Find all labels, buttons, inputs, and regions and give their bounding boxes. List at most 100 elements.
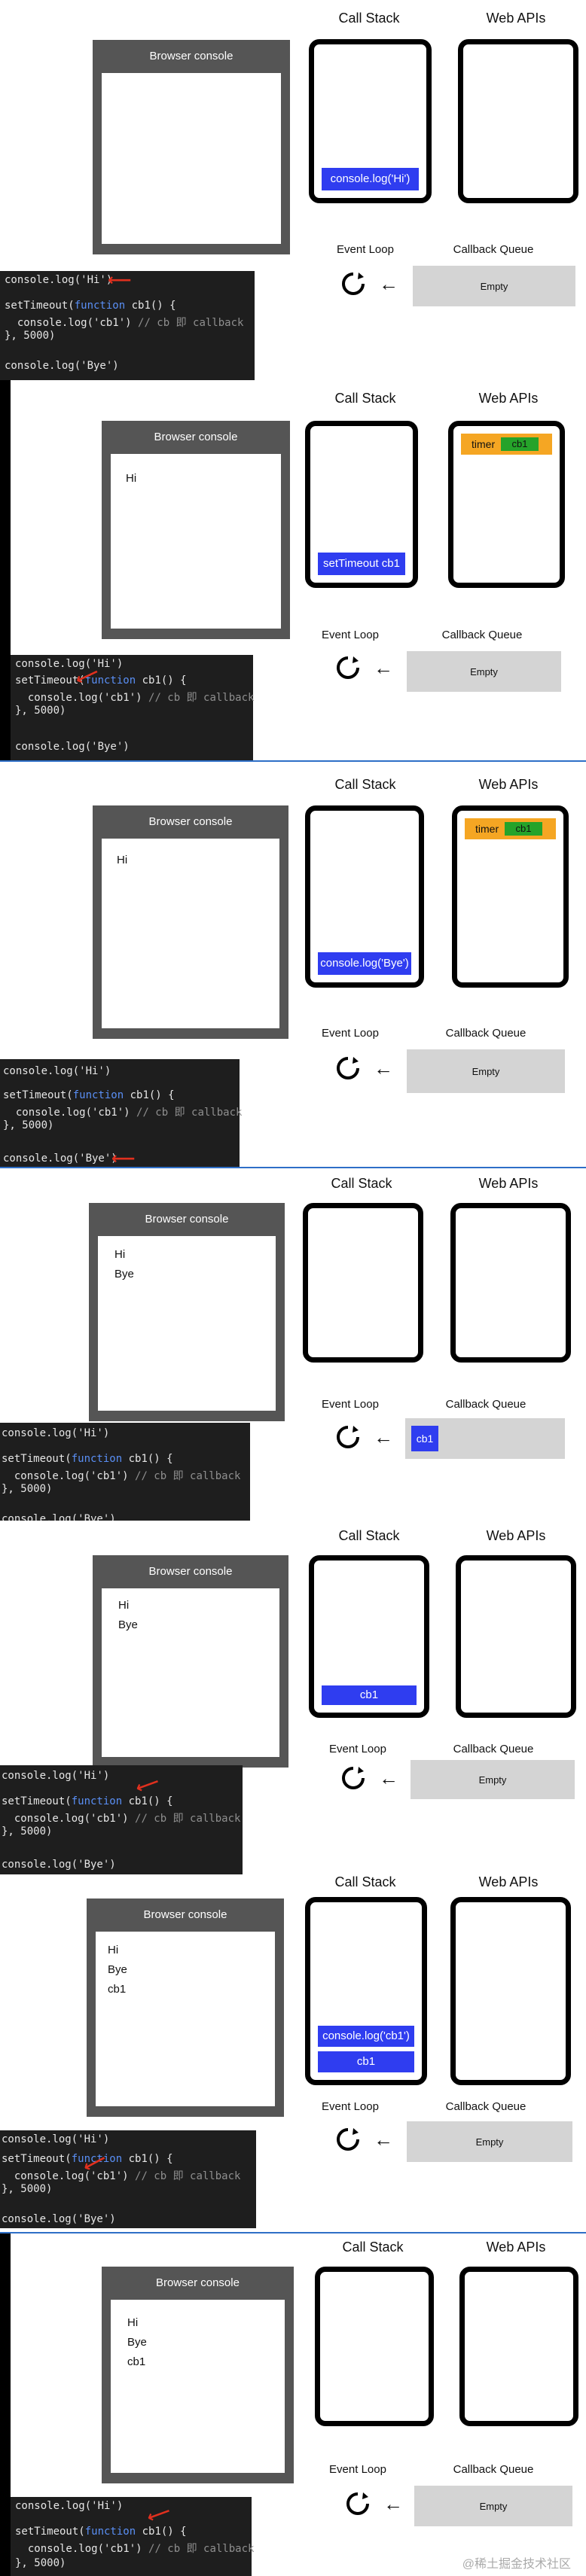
code-line-3: console.log('cb1') // cb 即 callback [15,2543,255,2555]
call-stack-box: console.log('Bye') [305,805,424,988]
callback-queue-label: Callback Queue [453,1743,534,1755]
frame-6: Call Stack Web APIs Browser console Hi B… [0,1874,586,2232]
frame-2: Call Stack Web APIs Browser console Hi s… [0,380,586,760]
code-panel: console.log('Hi') setTimeout(function cb… [0,271,255,380]
queue-empty-text: Empty [480,280,508,292]
browser-console-screen [102,73,281,244]
callback-queue-label: Callback Queue [453,243,534,256]
code-line-3: console.log('cb1') // cb 即 callback [5,317,244,329]
code-line-5: console.log('Bye') [15,741,130,753]
web-apis-box: timer cb1 [448,421,565,588]
code-line-2: setTimeout(function cb1() { [2,1453,173,1465]
console-line: cb1 [108,1983,127,1996]
code-line-2: setTimeout(function cb1() { [2,1795,173,1807]
browser-console-title: Browser console [145,1213,229,1226]
web-apis-box [458,39,578,203]
console-line: Bye [127,2336,147,2349]
web-apis-box: timer cb1 [452,805,569,988]
callback-queue-box: cb1 [405,1418,565,1459]
code-line-5: console.log('Bye') [2,2213,116,2225]
code-line-4: }, 5000) [15,2557,66,2569]
code-line-4: }, 5000) [5,330,56,342]
call-stack-box [303,1203,423,1363]
code-line-5: console.log('Bye') [5,360,119,372]
event-loop-label: Event Loop [322,629,379,641]
browser-console-screen: Hi Bye [102,1588,279,1757]
browser-console-screen: Hi Bye cb1 [111,2300,285,2473]
code-line-5: console.log('Bye') [2,1513,116,1522]
code-line-1: console.log('Hi') [2,1770,110,1782]
code-line-3: console.log('cb1') // cb 即 callback [2,1470,241,1482]
stack-item: console.log('cb1') [318,2026,414,2047]
browser-console-screen: Hi [111,454,281,629]
browser-console-title: Browser console [143,1908,227,1921]
callback-queue-box: Empty [407,2121,572,2162]
code-line-4: }, 5000) [2,1483,53,1495]
console-line: Hi [117,854,128,866]
web-apis-box [450,1203,571,1363]
code-panel: console.log('Hi') setTimeout(function cb… [0,1765,243,1874]
timer-callback: cb1 [505,822,542,836]
event-loop-label: Event Loop [337,243,394,256]
call-stack-label: Call Stack [334,777,396,792]
event-loop-icon [342,273,365,295]
web-apis-label: Web APIs [486,1528,546,1543]
code-line-1: console.log('Hi') [15,658,124,670]
console-line: Hi [126,472,137,485]
call-stack-box: console.log('cb1') cb1 [305,1897,427,2085]
timer-callback: cb1 [501,437,539,451]
event-loop-label: Event Loop [329,2463,386,2476]
web-apis-box [450,1897,571,2085]
frame-4: Call Stack Web APIs Browser console Hi B… [0,1167,586,1522]
callback-queue-label: Callback Queue [445,1027,526,1040]
stack-item: cb1 [318,2051,414,2072]
stack-item: console.log('Bye') [318,952,411,975]
stack-item: console.log('Hi') [322,168,419,190]
code-line-3: console.log('cb1') // cb 即 callback [15,692,255,704]
left-arrow-icon: ← [383,2492,403,2515]
callback-queue-box: Empty [413,266,575,306]
callback-queue-label: Callback Queue [445,2100,526,2113]
timer-label: timer [472,438,496,450]
code-line-1: console.log('Hi') [2,1427,110,1439]
left-arrow-icon: ← [374,656,393,679]
frame-5: Call Stack Web APIs Browser console Hi B… [0,1521,586,1874]
event-loop-icon [337,2128,359,2151]
code-line-1: console.log('Hi') [2,2133,110,2145]
browser-console: Browser console Hi Bye [89,1203,285,1421]
code-line-3: console.log('cb1') // cb 即 callback [3,1107,243,1119]
browser-console: Browser console Hi [93,805,288,1039]
web-apis-label: Web APIs [486,2240,546,2255]
code-line-1: console.log('Hi') [3,1065,111,1077]
queue-empty-text: Empty [470,665,498,677]
console-line: Hi [108,1944,119,1956]
event-loop-icon [337,1057,359,1079]
browser-console-title: Browser console [149,50,233,62]
event-loop-label: Event Loop [322,2100,379,2113]
left-arrow-icon: ← [379,1767,398,1789]
console-line: Bye [118,1618,138,1631]
event-loop-label: Event Loop [322,1398,379,1411]
callback-queue-box: Empty [414,2486,572,2526]
browser-console-screen: Hi Bye [98,1236,276,1411]
event-loop-icon [337,656,359,679]
code-panel: console.log('Hi') setTimeout(function cb… [0,2130,256,2228]
callback-queue-label: Callback Queue [445,1398,526,1411]
event-loop-label: Event Loop [329,1743,386,1755]
web-apis-label: Web APIs [478,777,539,792]
left-arrow-icon: ← [374,1057,393,1079]
callback-queue-box: Empty [407,1049,565,1093]
stack-item: cb1 [322,1685,417,1705]
queue-empty-text: Empty [472,1065,500,1077]
console-line: Hi [114,1248,126,1261]
code-line-4: }, 5000) [2,1825,53,1838]
call-stack-label: Call Stack [342,2240,404,2255]
code-panel: console.log('Hi') setTimeout(function cb… [11,655,255,760]
watermark: @稀土掘金技术社区 [462,2558,571,2571]
queue-empty-text: Empty [478,1774,507,1786]
code-line-5: console.log('Bye') [3,1153,118,1165]
web-apis-label: Web APIs [478,391,539,406]
code-line-2: setTimeout(function cb1() { [2,2153,173,2165]
call-stack-label: Call Stack [334,391,396,406]
browser-console: Browser console Hi Bye cb1 [102,2267,294,2483]
